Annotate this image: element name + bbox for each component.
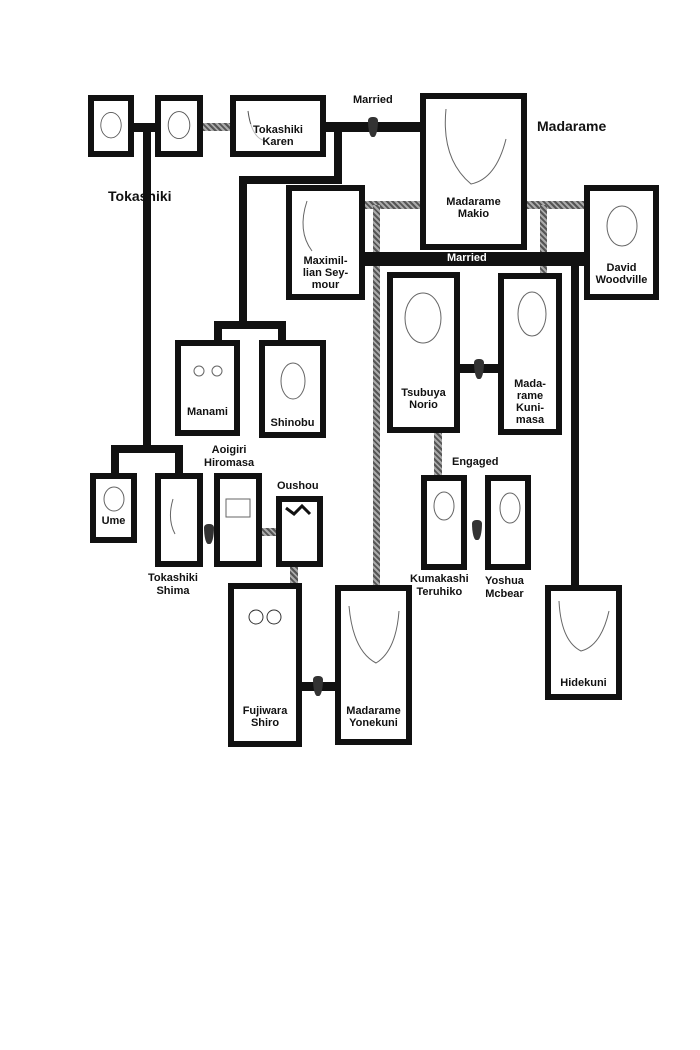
relation-married-label: Married (353, 94, 393, 106)
connector-line (540, 205, 547, 275)
person-name: Fujiwara Shiro (234, 705, 296, 729)
person-name: Oushou (277, 480, 319, 492)
portrait-hidekuni: Hidekuni (545, 585, 622, 700)
connector-line (527, 201, 584, 209)
connector-line (290, 567, 298, 585)
person-name: Shinobu (265, 417, 320, 429)
portrait-karen: Tokashiki Karen (230, 95, 326, 157)
portrait-shima (155, 473, 203, 567)
person-name: Maximil- lian Sey- mour (292, 255, 359, 291)
portrait-kumakashi (421, 475, 467, 570)
portrait-yoshua (485, 475, 531, 570)
family-label-madarame: Madarame (537, 118, 607, 134)
connector-line (434, 433, 442, 477)
connector-line (365, 201, 420, 209)
portrait-grandfather (88, 95, 134, 157)
relation-engaged-label: Engaged (452, 456, 499, 468)
person-name: David Woodville (590, 262, 653, 286)
connector-line (214, 321, 222, 343)
person-name: Manami (181, 406, 234, 418)
portrait-sketch (517, 291, 547, 337)
portrait-sketch (433, 491, 455, 521)
portrait-norio: Tsubuya Norio (387, 272, 460, 433)
heart-icon (204, 524, 214, 544)
portrait-hiromasa (214, 473, 262, 567)
portrait-ume: Ume (90, 473, 137, 543)
connector-line (214, 321, 286, 329)
portrait-shinobu: Shinobu (259, 340, 326, 438)
person-name: Hidekuni (551, 677, 616, 689)
portrait-manami: Manami (175, 340, 240, 436)
portrait-sketch (499, 492, 521, 524)
portrait-sketch (169, 498, 176, 535)
person-name: Aoigiri Hiromasa (204, 444, 255, 469)
portrait-sketch (606, 205, 638, 247)
heart-icon (368, 117, 378, 137)
connector-line (334, 132, 342, 184)
person-name: Madarame Yonekuni (341, 705, 406, 729)
portrait-sketch (348, 605, 400, 664)
portrait-maximillian: Maximil- lian Sey- mour (286, 185, 365, 300)
connector-line (278, 321, 286, 343)
tokashiki-lineage-line (143, 127, 151, 453)
portrait-sketch (225, 498, 251, 518)
portrait-sketch (248, 609, 282, 625)
person-name: Tsubuya Norio (393, 387, 454, 411)
portrait-yonekuni: Madarame Yonekuni (335, 585, 412, 745)
portrait-sketch (167, 111, 191, 140)
connector-line (571, 258, 579, 588)
portrait-kunimasa: Mada- rame Kuni- masa (498, 273, 562, 435)
heart-icon (474, 359, 484, 379)
portrait-makio: Madarame Makio (420, 93, 527, 250)
portrait-fujiwara: Fujiwara Shiro (228, 583, 302, 747)
connector-line (239, 176, 247, 328)
portrait-grandmother (155, 95, 203, 157)
portrait-david: David Woodville (584, 185, 659, 300)
portrait-sketch (404, 292, 442, 344)
portrait-sketch (280, 362, 306, 400)
person-name: Tokashiki Karen (236, 124, 320, 148)
portrait-sketch (302, 200, 313, 252)
person-name: Tokashiki Shima (148, 572, 198, 597)
married-bar (365, 252, 584, 266)
connector-line (203, 123, 230, 131)
portrait-sketch (100, 111, 122, 139)
heart-icon (472, 520, 482, 540)
person-name: Madarame Makio (426, 196, 521, 220)
portrait-sketch (444, 108, 507, 185)
connector-line (262, 528, 276, 536)
person-name: Kumakashi Teruhiko (410, 573, 469, 598)
connector-line (373, 205, 380, 588)
family-label-tokashiki: Tokashiki (108, 188, 172, 204)
portrait-sketch (103, 486, 125, 512)
connector-line (111, 445, 119, 475)
heart-icon (313, 676, 323, 696)
portrait-sketch (193, 365, 223, 377)
person-name: Ume (96, 515, 131, 527)
person-name: Mada- rame Kuni- masa (504, 378, 556, 426)
connector-line (239, 176, 342, 184)
portrait-oushou (276, 496, 323, 567)
relation-married-label: Married (447, 252, 487, 264)
portrait-sketch (558, 600, 610, 652)
person-name: Yoshua Mcbear (485, 575, 524, 600)
connector-line (175, 445, 183, 475)
portrait-sketch (285, 503, 312, 516)
connector-line (111, 445, 183, 453)
